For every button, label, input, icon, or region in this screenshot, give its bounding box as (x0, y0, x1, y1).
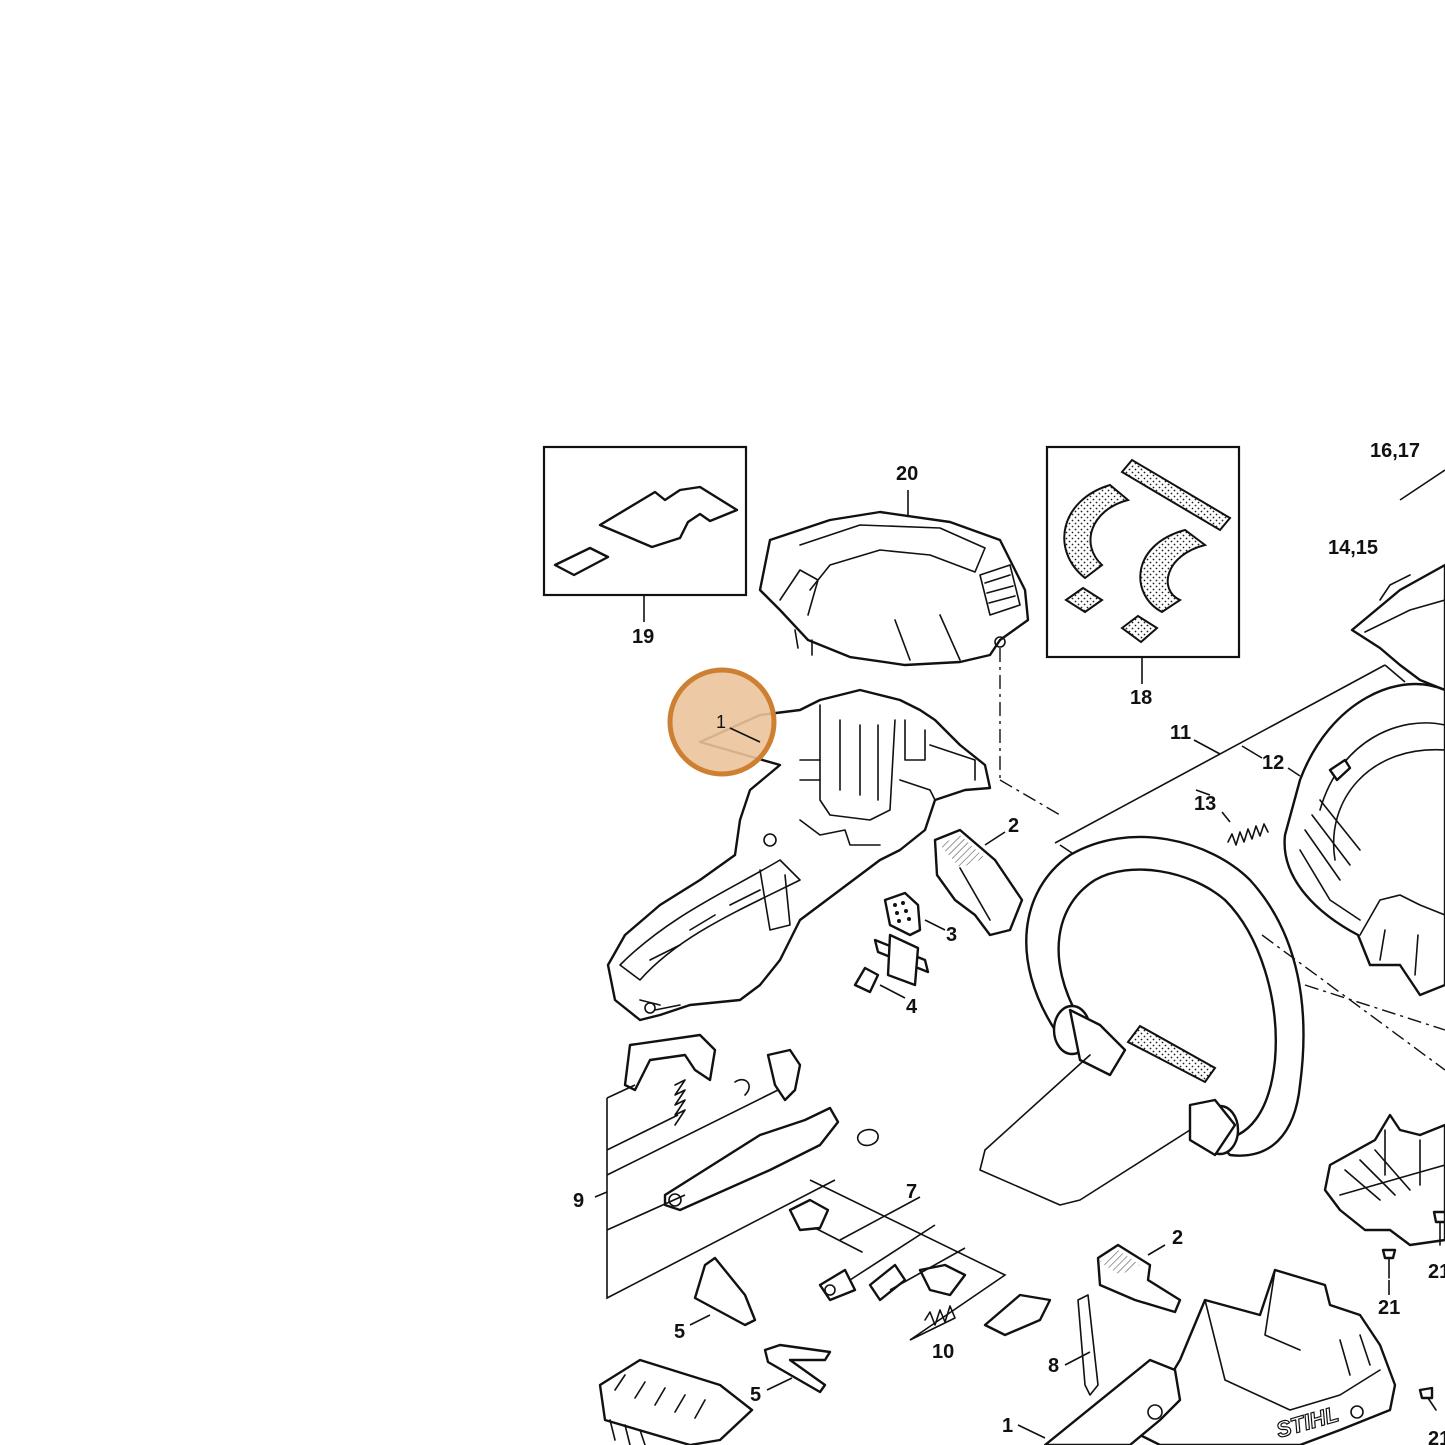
spring-part-13 (1227, 823, 1269, 846)
callout-5-upper: 5 (674, 1321, 685, 1343)
callout-18: 18 (1130, 687, 1152, 709)
callout-4: 4 (906, 996, 918, 1018)
callout-13: 13 (1194, 793, 1216, 815)
switch-lever-part (873, 891, 930, 987)
switch-parts-7-10 (788, 1198, 1052, 1337)
foam-block-part-upper (933, 828, 1024, 937)
callout-21-a: 21 (1378, 1297, 1400, 1319)
highlight-marker-item-1[interactable]: 1 (667, 667, 777, 777)
highlight-label: 1 (716, 712, 726, 732)
contact-block-part (598, 1358, 754, 1445)
foam-block-part-lower (1096, 1243, 1182, 1314)
callout-12: 12 (1262, 752, 1284, 774)
callout-3: 3 (946, 924, 957, 946)
callout-8: 8 (1048, 1355, 1059, 1377)
callout-20: 20 (896, 463, 918, 485)
callout-2-lower: 2 (1172, 1227, 1183, 1249)
screw-part-21b (1432, 1210, 1445, 1246)
callout-16-17: 16,17 (1370, 440, 1420, 462)
bar-part-8 (1077, 1294, 1099, 1396)
foam-set-box (1045, 445, 1241, 659)
front-handle-part (979, 835, 1305, 1206)
screw-part-21a (1381, 1248, 1397, 1279)
small-block-part-4 (853, 966, 880, 994)
screw-part-21c (1418, 1386, 1437, 1411)
callout-21-b: 21 (1428, 1261, 1445, 1283)
right-cover-part (1350, 563, 1445, 692)
callout-11: 11 (1170, 722, 1191, 744)
callout-10: 10 (932, 1341, 954, 1363)
decal-set-box (542, 445, 748, 597)
main-housing-part (606, 688, 992, 1022)
clip-part-5a (693, 1256, 757, 1327)
trigger-set-part-9 (623, 1033, 879, 1212)
clip-part-5b (763, 1343, 832, 1394)
callout-7: 7 (906, 1181, 917, 1203)
callout-5-lower: 5 (750, 1384, 761, 1406)
rear-handle-frame-part (1283, 682, 1445, 997)
chassis-part (1323, 1113, 1445, 1247)
callout-14-15: 14,15 (1328, 537, 1378, 559)
callout-labels: 19 20 18 16,17 14,15 11 12 13 2 3 4 9 7 … (573, 440, 1445, 1445)
callout-9: 9 (573, 1190, 584, 1212)
lower-housing-part: STIHL (1043, 1268, 1397, 1445)
callout-1-lower: 1 (1002, 1415, 1013, 1437)
top-shroud-part (758, 510, 1030, 667)
callout-2-upper: 2 (1008, 815, 1019, 837)
callout-19: 19 (632, 626, 654, 648)
callout-21-c: 21 (1428, 1428, 1445, 1445)
